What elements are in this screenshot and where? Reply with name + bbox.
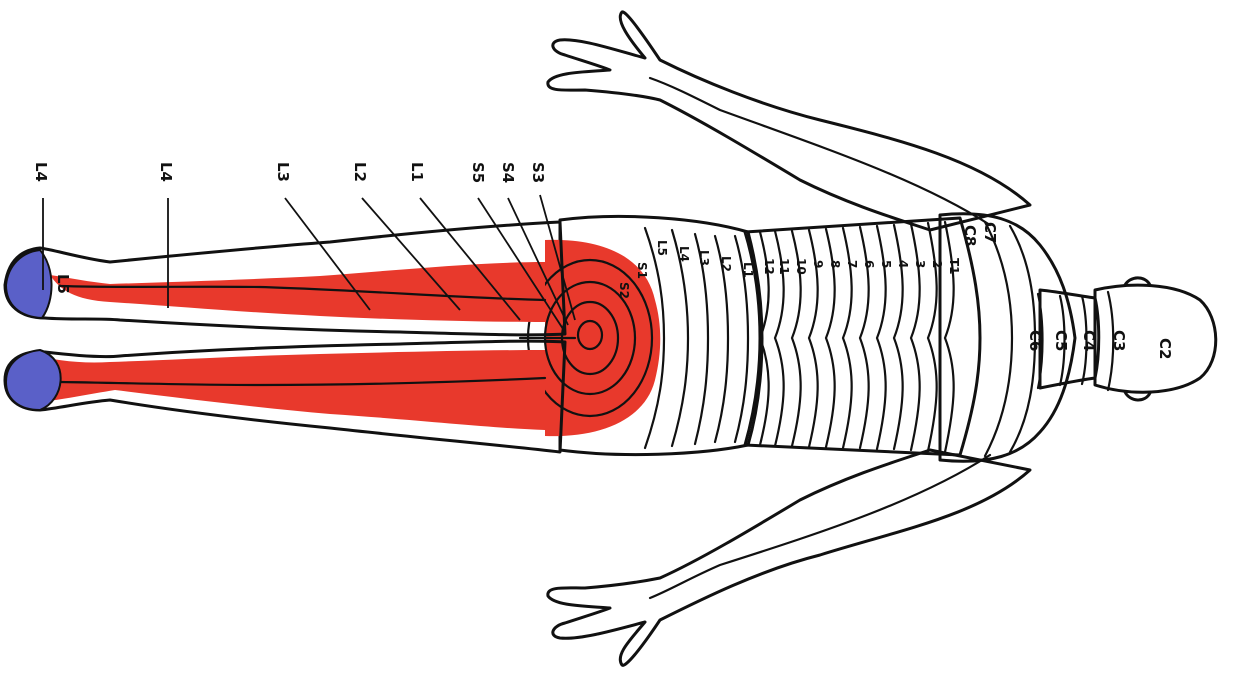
label-l5-foot: L5 — [54, 274, 72, 294]
upper-arm-region — [548, 12, 1030, 230]
upper-leg-red — [50, 262, 545, 322]
label-s2: S2 — [617, 282, 631, 299]
label-l5-back: L5 — [655, 240, 669, 256]
label-t6: 6 — [862, 260, 876, 268]
label-t1: T1 — [947, 258, 961, 275]
label-t9: 9 — [811, 260, 825, 268]
label-l3-back: L3 — [697, 250, 711, 266]
label-t2: 2 — [930, 260, 944, 268]
lower-leg-red — [23, 350, 545, 430]
label-t12: 12 — [762, 258, 776, 275]
arm-dermatome-line-upper — [650, 78, 990, 225]
label-l4: L4 — [157, 162, 175, 182]
label-c3: C3 — [1110, 330, 1128, 351]
label-t8: 8 — [828, 260, 842, 268]
label-c4: C4 — [1080, 330, 1098, 351]
label-t7: 7 — [845, 260, 859, 268]
cervical-labels: C2 C3 C4 C5 C6 C7 C8 — [961, 222, 1174, 359]
label-s5: S5 — [469, 162, 487, 183]
label-l4-foot: L4 — [32, 162, 50, 182]
label-l1: L1 — [408, 162, 426, 182]
lower-arm-region — [548, 450, 1030, 665]
label-s1: S1 — [635, 262, 649, 279]
label-l2-back: L2 — [719, 256, 733, 272]
label-s3: S3 — [529, 162, 547, 183]
label-t11: 11 — [777, 258, 791, 275]
label-t10: 10 — [794, 258, 808, 275]
label-c2: C2 — [1156, 338, 1174, 359]
label-c6: C6 — [1026, 330, 1044, 351]
label-t4: 4 — [896, 260, 910, 268]
label-s4: S4 — [499, 162, 517, 183]
label-t3: 3 — [913, 260, 927, 268]
label-c7: C7 — [981, 222, 999, 243]
label-c8: C8 — [961, 225, 979, 246]
label-l2: L2 — [351, 162, 369, 182]
thoracic-labels: T1 2 3 4 5 6 7 8 9 10 11 12 — [762, 258, 961, 275]
label-l1-back: L1 — [741, 262, 755, 278]
label-l4-back: L4 — [677, 246, 691, 262]
arm-dermatome-line-lower — [650, 455, 990, 598]
label-t5: 5 — [879, 260, 893, 268]
thoracic-segment-lines — [760, 222, 954, 452]
label-l3: L3 — [274, 162, 292, 182]
label-c5: C5 — [1052, 330, 1070, 351]
